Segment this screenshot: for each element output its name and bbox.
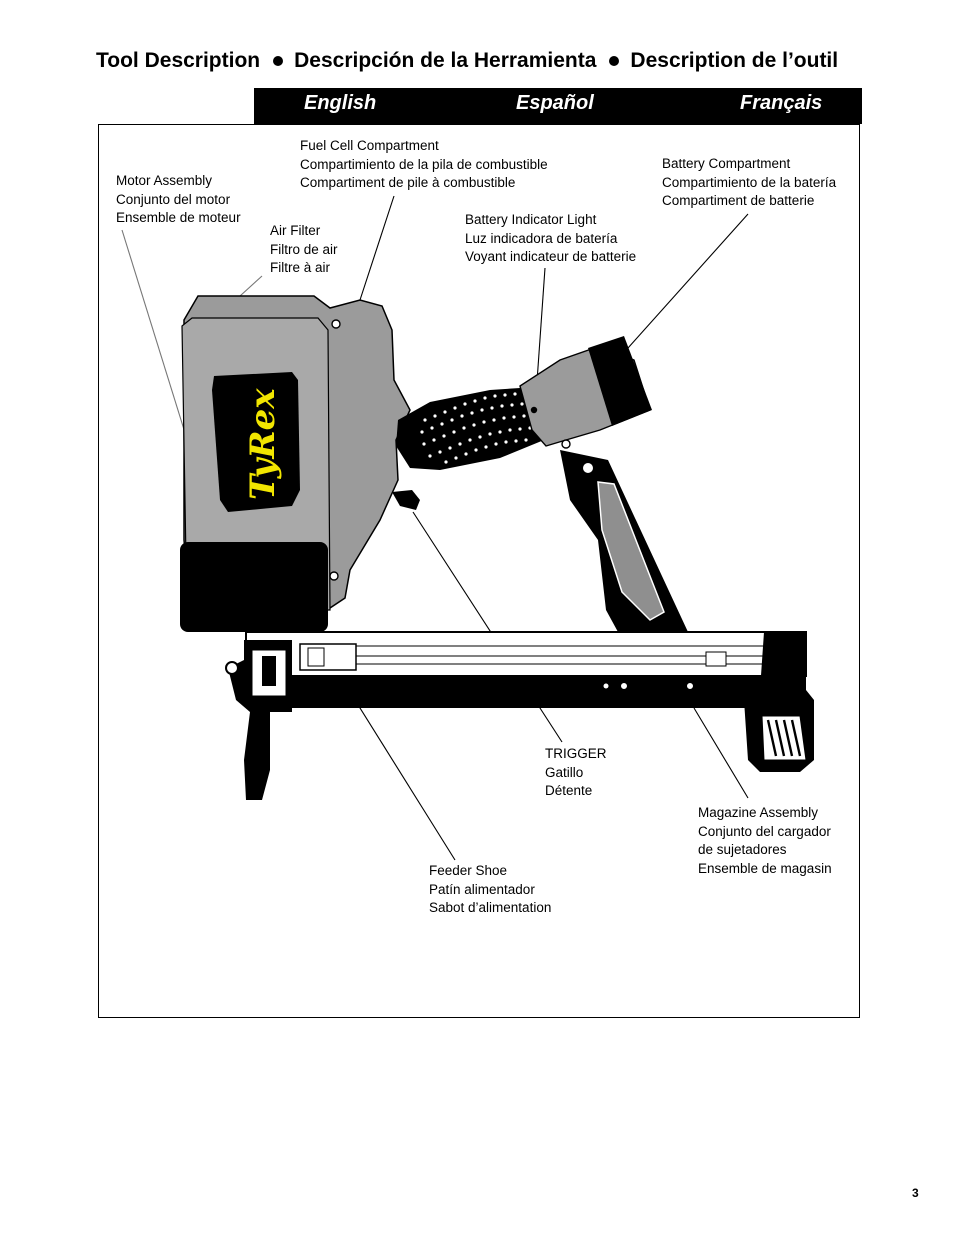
grip [396, 388, 544, 470]
label-line: Compartiment de batterie [662, 193, 815, 209]
page-heading: Tool Description Descripción de la Herra… [96, 46, 866, 76]
label-line: Filtre à air [270, 260, 331, 276]
battery-indicator-light [530, 406, 538, 414]
language-spanish: Español [516, 92, 594, 114]
label-line: Filtro de air [270, 241, 338, 257]
battery-pack [588, 336, 652, 426]
label-line: Gatillo [545, 764, 584, 780]
magazine-body [246, 676, 806, 708]
label-line: Ensemble de magasin [698, 861, 832, 877]
magazine-hole [620, 682, 628, 690]
label-line: Ensemble de moteur [116, 210, 241, 226]
label-trigger: TRIGGER Gatillo Détente [545, 745, 607, 801]
label-line: Compartiment de pile à combustible [300, 175, 516, 191]
label-feeder-shoe: Feeder Shoe Patín alimentador Sabot d’al… [429, 862, 551, 918]
label-line: Feeder Shoe [429, 863, 508, 878]
screw [561, 439, 571, 449]
label-line: Compartimiento de la batería [662, 174, 837, 190]
trigger [392, 490, 420, 510]
label-line: Compartimiento de la pila de combustible [300, 156, 548, 172]
front-bumper [180, 542, 328, 632]
label-line: Conjunto del motor [116, 191, 231, 207]
screw [581, 461, 595, 475]
label-line: Battery Compartment [662, 156, 791, 171]
label-line: Air Filter [270, 223, 321, 238]
magazine-hole [686, 682, 694, 690]
magazine-latch [705, 651, 727, 667]
label-air-filter: Air Filter Filtro de air Filtre à air [270, 222, 338, 278]
nose-bolt [225, 661, 239, 675]
nose-bracket [262, 656, 276, 686]
label-magazine-assembly: Magazine Assembly Conjunto del cargador … [698, 804, 832, 879]
label-line: Conjunto del cargador [698, 823, 831, 839]
screw [331, 319, 341, 329]
bullet-dot [609, 56, 620, 66]
diagram-frame [98, 124, 860, 1018]
label-fuel-cell: Fuel Cell Compartment Compartimiento de … [300, 137, 548, 193]
heading-english: Tool Description [96, 49, 261, 72]
screw [329, 571, 339, 581]
label-line: Voyant indicateur de batterie [465, 249, 637, 265]
grip-texture [420, 392, 532, 464]
end-cap-ridges [766, 719, 802, 757]
label-line: de sujetadores [698, 842, 787, 858]
label-motor-assembly: Motor Assembly Conjunto del motor Ensemb… [116, 172, 241, 228]
label-battery-compartment: Battery Compartment Compartimiento de la… [662, 155, 836, 211]
language-english: English [304, 92, 377, 114]
label-line: Luz indicadora de batería [465, 230, 618, 246]
label-line: Patín alimentador [429, 881, 535, 897]
language-bar: English Español Français [254, 88, 862, 124]
label-line: Battery Indicator Light [465, 212, 597, 227]
logo-panel [212, 372, 300, 512]
label-line: Fuel Cell Compartment [300, 138, 439, 153]
logo-text: TyRex [243, 388, 283, 500]
magazine-hole [603, 683, 609, 689]
end-cap-grip [761, 715, 807, 761]
label-line: Magazine Assembly [698, 805, 819, 820]
label-line: TRIGGER [545, 746, 607, 761]
language-french: Français [740, 92, 823, 114]
label-line: Motor Assembly [116, 173, 213, 188]
label-line: Détente [545, 783, 593, 799]
heading-spanish: Descripción de la Herramienta [294, 49, 597, 72]
heading-french: Description de l’outil [630, 49, 839, 72]
bullet-dot [273, 56, 284, 66]
leader-lines [121, 195, 749, 861]
handle-cutout [597, 481, 665, 621]
feeder-slot [307, 647, 325, 667]
page-number: 3 [912, 1186, 919, 1200]
label-battery-indicator: Battery Indicator Light Luz indicadora d… [465, 211, 636, 267]
label-line: Sabot d’alimentation [429, 900, 552, 916]
